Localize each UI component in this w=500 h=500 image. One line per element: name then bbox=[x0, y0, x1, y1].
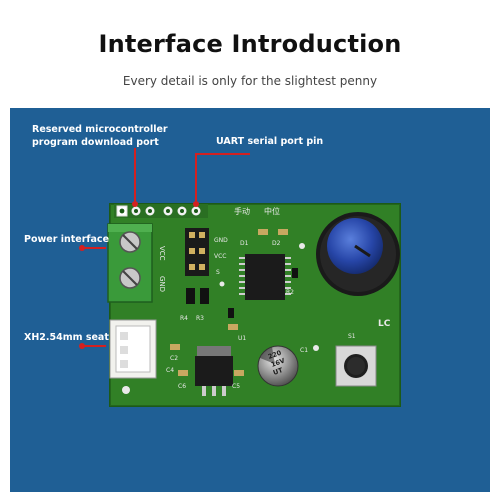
download-port-label-line1: Reserved microcontroller bbox=[32, 124, 168, 135]
xh-seat-label: XH2.54mm seat bbox=[24, 332, 109, 343]
pin-header-row bbox=[114, 204, 208, 218]
page-subtitle: Every detail is only for the slightest p… bbox=[122, 74, 378, 88]
download-port-label: Reserved microcontroller program downloa… bbox=[32, 123, 168, 149]
silk-vcc2: VCC bbox=[214, 253, 226, 260]
silk-u1: U1 bbox=[238, 335, 246, 342]
power-terminal-block bbox=[107, 223, 153, 303]
silk-c6: C6 bbox=[178, 383, 186, 390]
callout-pointers bbox=[84, 148, 250, 347]
silk-gnd2: GND bbox=[214, 237, 228, 244]
product-photo-panel: VCC GND GND VCC S 手动 中位 R4 R3 D1 D2 R2 S… bbox=[10, 108, 490, 492]
silk-reset: 中位 bbox=[264, 206, 280, 216]
silk-c4: C4 bbox=[166, 367, 174, 374]
silk-c1: C1 bbox=[300, 347, 308, 354]
silk-r4: R4 bbox=[180, 315, 188, 322]
electrolytic-capacitor bbox=[257, 345, 299, 387]
power-interface-label: Power interface bbox=[24, 234, 110, 245]
xh-connector bbox=[109, 319, 157, 379]
cap-brand: UT bbox=[272, 366, 284, 377]
tactile-switch bbox=[335, 345, 377, 387]
silk-s: S bbox=[216, 269, 220, 276]
silk-r3: R3 bbox=[196, 315, 204, 322]
potentiometer-knob bbox=[316, 212, 400, 296]
silk-d2: D2 bbox=[272, 240, 281, 247]
silk-lc: LC bbox=[378, 319, 391, 329]
silk-manual: 手动 bbox=[234, 206, 250, 216]
download-port-label-line2: program download port bbox=[32, 137, 159, 148]
silk-s1: S1 bbox=[348, 333, 356, 340]
jumper-pins bbox=[185, 228, 209, 276]
pcb-illustration: VCC GND GND VCC S 手动 中位 R4 R3 D1 D2 R2 S… bbox=[79, 148, 401, 407]
voltage-regulator bbox=[195, 346, 233, 396]
silk-r2: R2 bbox=[286, 289, 294, 296]
silk-c5: C5 bbox=[232, 383, 240, 390]
uart-label: UART serial port pin bbox=[216, 136, 324, 147]
page-title: Interface Introduction bbox=[98, 30, 402, 58]
silk-gnd: GND bbox=[158, 276, 166, 292]
silk-vcc: VCC bbox=[158, 246, 166, 261]
main-chip bbox=[239, 254, 291, 300]
silk-c2: C2 bbox=[170, 355, 178, 362]
silk-d1: D1 bbox=[240, 240, 249, 247]
